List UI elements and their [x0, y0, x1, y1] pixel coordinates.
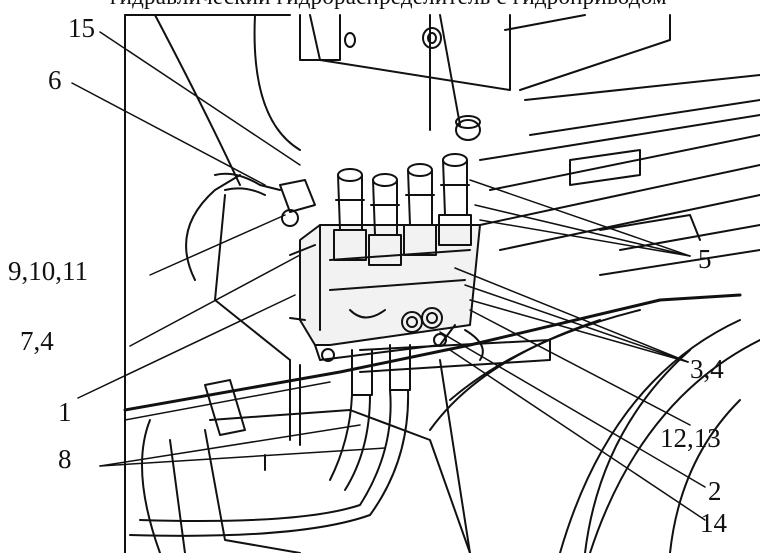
top-caption-fragment: гидравлический гидрораспределитель с гид… — [0, 0, 760, 10]
callout-9-10-11: 9,10,11 — [8, 256, 88, 286]
cable — [123, 293, 742, 421]
callout-2: 2 — [708, 476, 722, 506]
support-bracket — [141, 174, 551, 553]
lower-pipes — [129, 344, 411, 537]
leader-lines — [71, 31, 706, 521]
bolt-upper — [344, 27, 481, 141]
callout-6: 6 — [48, 65, 62, 95]
fitting-3 — [403, 163, 437, 256]
fitting-2 — [368, 173, 402, 266]
sensor-connector — [214, 172, 316, 227]
callout-15: 15 — [68, 13, 95, 43]
fender-curves — [429, 309, 760, 553]
caption-text: гидравлический гидрораспределитель с гид… — [110, 0, 667, 10]
callout-14: 14 — [700, 508, 727, 538]
fitting-1 — [333, 168, 367, 261]
fitting-4 — [438, 153, 472, 246]
callout-8: 8 — [58, 444, 72, 474]
callout-3-4: 3,4 — [690, 354, 724, 384]
callout-7-4: 7,4 — [20, 326, 54, 356]
frame-outline — [124, 14, 760, 553]
callout-5: 5 — [698, 244, 712, 274]
callout-1: 1 — [58, 397, 72, 427]
callout-12-13: 12,13 — [660, 423, 721, 453]
hose-fittings — [333, 153, 472, 266]
